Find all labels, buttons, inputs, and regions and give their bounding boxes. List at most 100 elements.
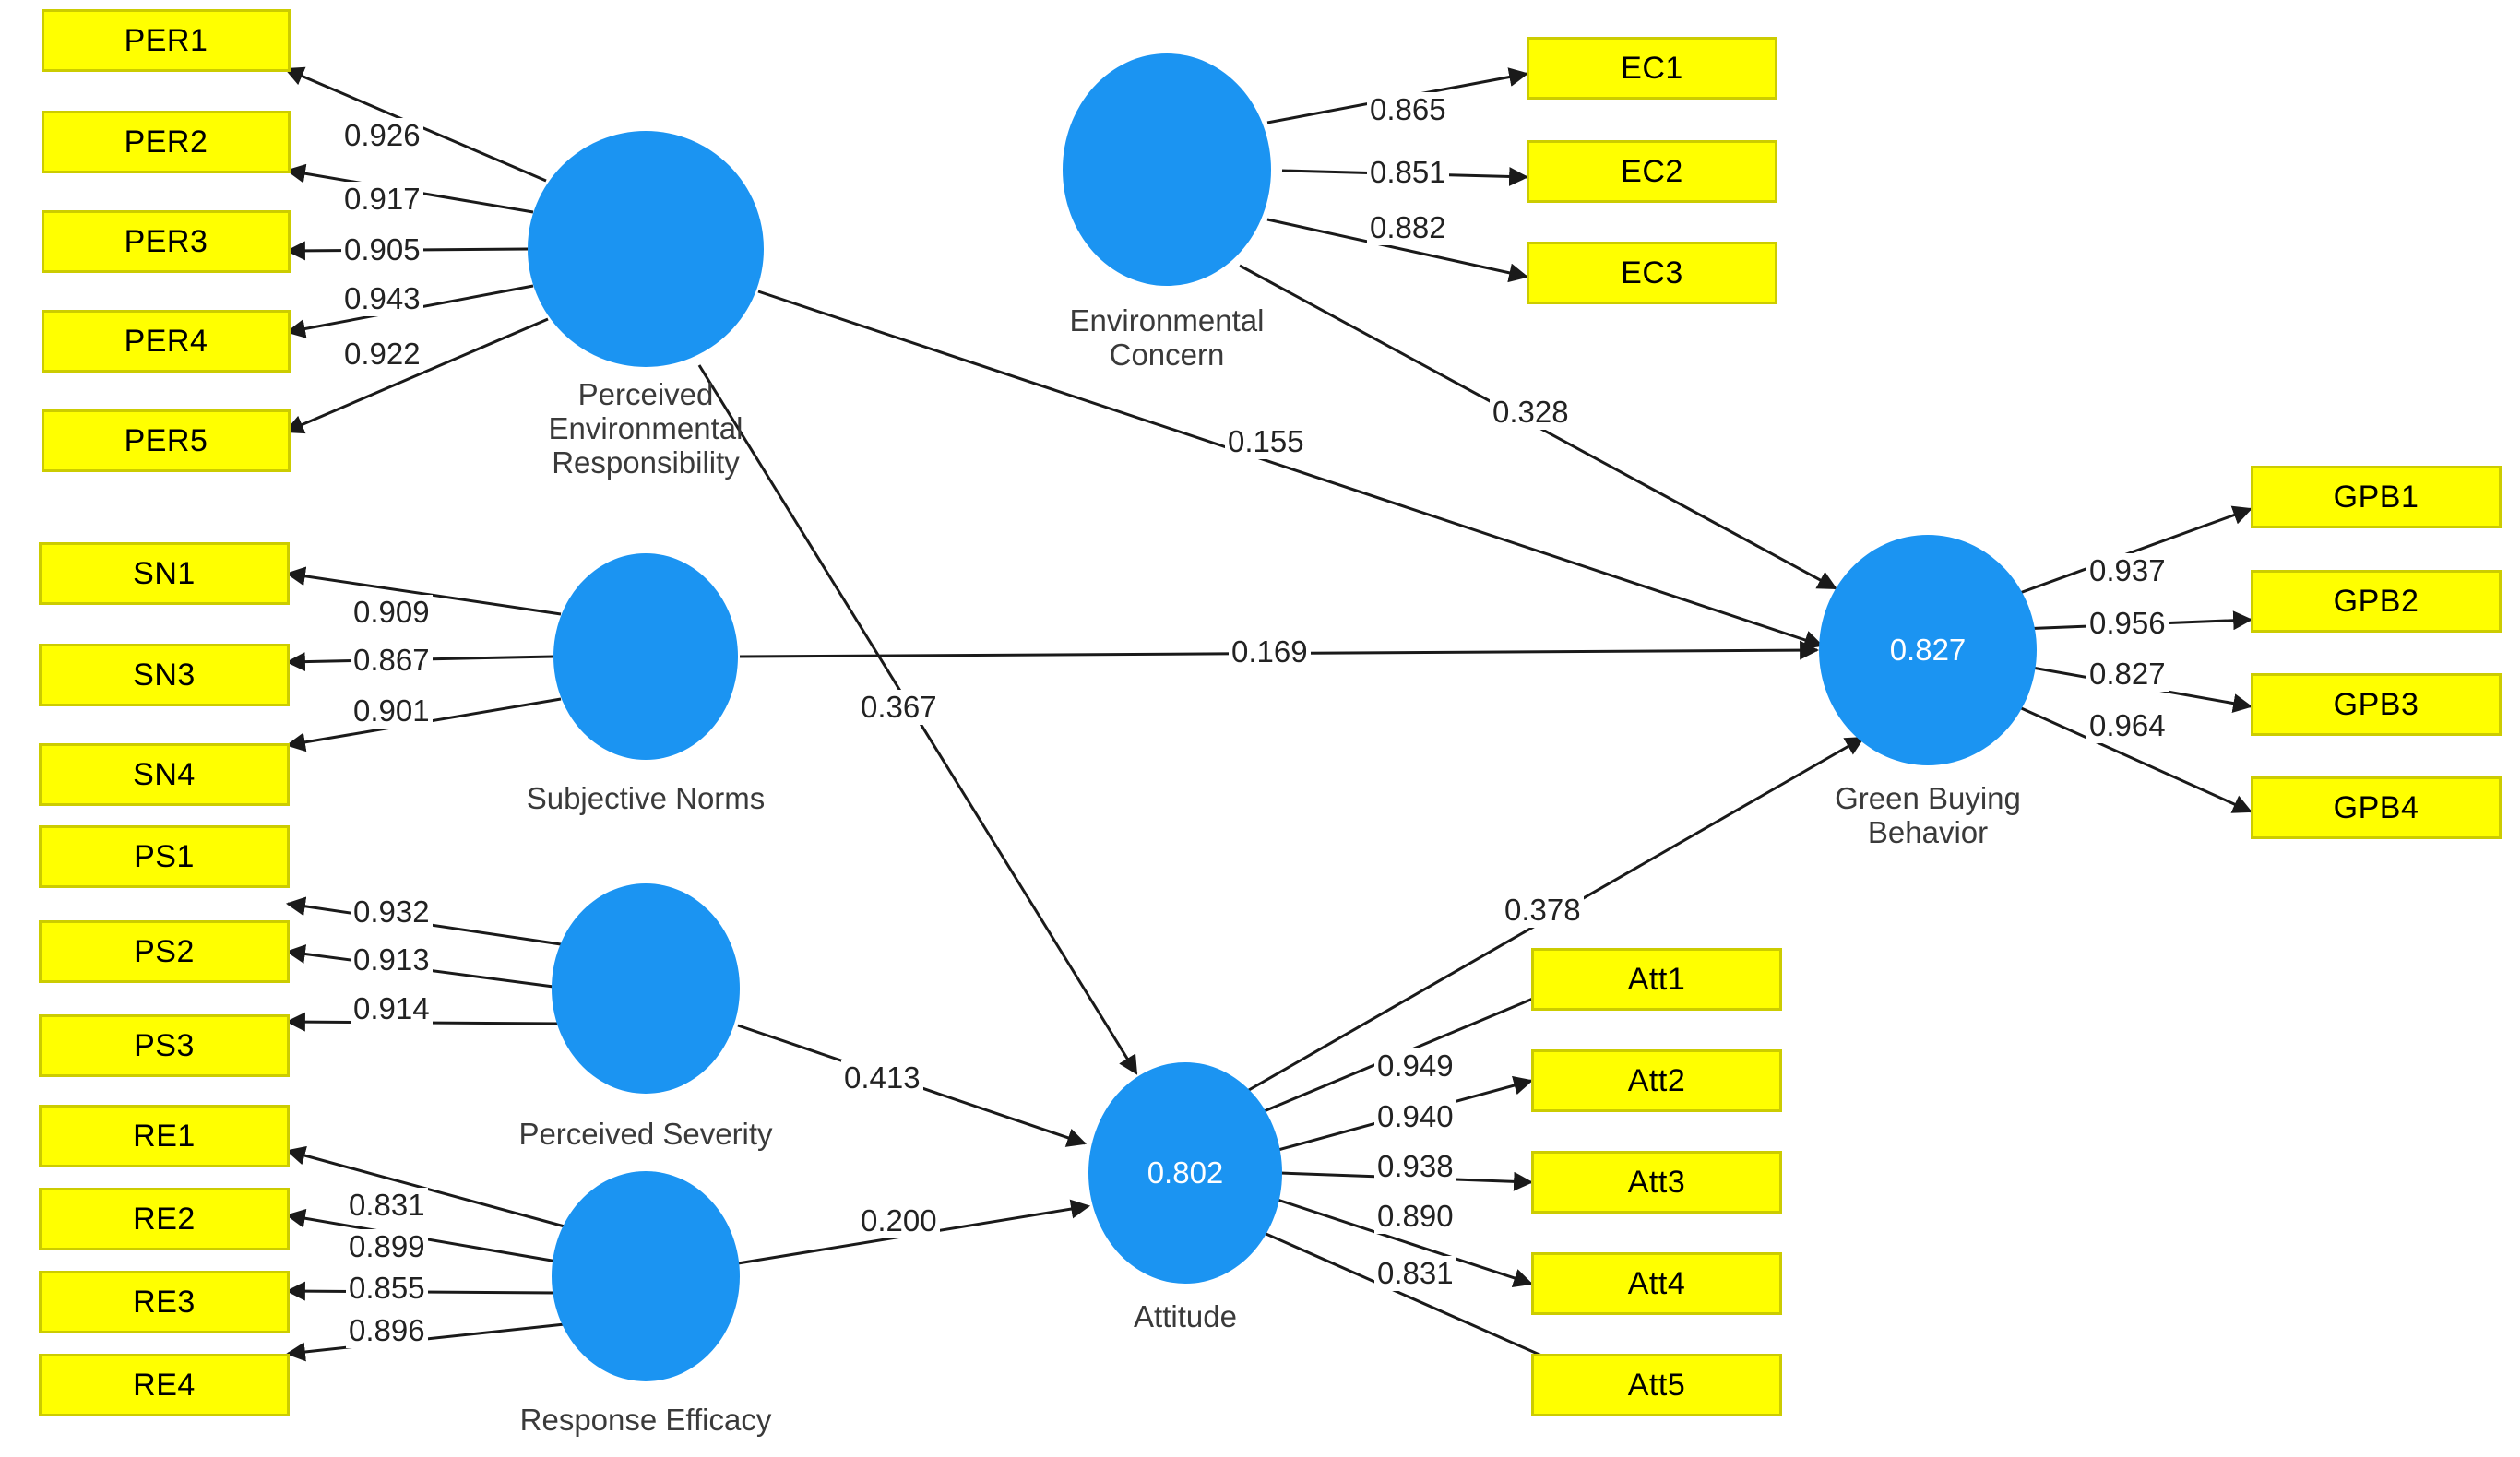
- indicator-label: RE1: [133, 1118, 196, 1154]
- indicator-label: PER2: [124, 124, 208, 160]
- indicator-label: PER1: [124, 22, 208, 58]
- path-coefficient-per-gpb: 0.155: [1225, 424, 1307, 459]
- loading-label: 0.909: [351, 595, 433, 630]
- indicator-label: Att1: [1627, 961, 1686, 997]
- indicator-box: PER2: [42, 111, 291, 173]
- latent-label-ec: Environmental Concern: [1069, 303, 1265, 372]
- latent-r2: 0.802: [1147, 1155, 1224, 1190]
- indicator-label: Att5: [1627, 1367, 1686, 1403]
- loading-label: 0.865: [1367, 92, 1449, 127]
- loading-label: 0.964: [2086, 708, 2169, 743]
- indicator-box: PER3: [42, 210, 291, 273]
- loading-label: 0.932: [351, 894, 433, 930]
- indicator-label: RE4: [133, 1367, 196, 1403]
- loading-label: 0.917: [341, 182, 423, 217]
- indicator-label: EC2: [1621, 153, 1683, 189]
- indicator-box: SN4: [39, 743, 290, 806]
- path-coefficient-per-att: 0.367: [858, 690, 940, 725]
- path-coefficient-re-att: 0.200: [858, 1203, 940, 1238]
- loading-label: 0.956: [2086, 606, 2169, 641]
- path-coefficient-ec-gpb: 0.328: [1490, 395, 1572, 430]
- indicator-label: EC3: [1621, 255, 1683, 290]
- indicator-label: GPB4: [2333, 789, 2419, 825]
- indicator-label: EC1: [1621, 50, 1683, 86]
- latent-label-re: Response Efficacy: [519, 1403, 772, 1437]
- indicator-box: Att5: [1531, 1354, 1782, 1416]
- indicator-box: EC1: [1527, 37, 1777, 100]
- indicator-box: RE4: [39, 1354, 290, 1416]
- path-coefficient-att-gpb: 0.378: [1502, 893, 1584, 928]
- indicator-box: PS3: [39, 1014, 290, 1077]
- indicator-label: RE2: [133, 1201, 196, 1237]
- loading-label: 0.901: [351, 693, 433, 728]
- indicator-label: SN3: [133, 657, 196, 693]
- loading-label: 0.943: [341, 281, 423, 316]
- indicator-label: PER5: [124, 422, 208, 458]
- indicator-box: GPB4: [2251, 776, 2502, 839]
- indicator-box: RE1: [39, 1105, 290, 1167]
- indicator-label: GPB2: [2333, 583, 2419, 619]
- indicator-label: Att4: [1627, 1265, 1686, 1301]
- indicator-box: PER5: [42, 409, 291, 472]
- loading-label: 0.896: [346, 1313, 428, 1348]
- indicator-box: Att2: [1531, 1049, 1782, 1112]
- loading-label: 0.855: [346, 1271, 428, 1306]
- latent-label-ps: Perceived Severity: [518, 1117, 773, 1151]
- indicator-box: EC3: [1527, 242, 1777, 304]
- loading-label: 0.905: [341, 232, 423, 267]
- indicator-box: Att1: [1531, 948, 1782, 1011]
- loading-label: 0.913: [351, 942, 433, 977]
- indicator-label: GPB1: [2333, 479, 2419, 515]
- loading-label: 0.890: [1374, 1199, 1456, 1234]
- indicator-box: GPB1: [2251, 466, 2502, 528]
- indicator-label: PER3: [124, 223, 208, 259]
- indicator-box: Att3: [1531, 1151, 1782, 1214]
- loading-label: 0.914: [351, 991, 433, 1026]
- loading-label: 0.827: [2086, 657, 2169, 692]
- indicator-label: PER4: [124, 323, 208, 359]
- indicator-box: PER4: [42, 310, 291, 373]
- loading-label: 0.831: [1374, 1256, 1456, 1291]
- indicator-box: SN1: [39, 542, 290, 605]
- indicator-label: GPB3: [2333, 686, 2419, 722]
- indicator-label: Att3: [1627, 1164, 1686, 1200]
- loading-label: 0.882: [1367, 210, 1449, 245]
- indicator-box: GPB2: [2251, 570, 2502, 633]
- indicator-label: RE3: [133, 1284, 196, 1320]
- loading-label: 0.937: [2086, 553, 2169, 588]
- latent-construct-sn[interactable]: [553, 553, 738, 760]
- indicator-box: RE2: [39, 1188, 290, 1250]
- latent-label-per: Perceived Environmental Responsibility: [548, 377, 743, 480]
- latent-construct-re[interactable]: [552, 1171, 740, 1381]
- indicator-box: RE3: [39, 1271, 290, 1333]
- path-coefficient-ps-att: 0.413: [841, 1060, 923, 1096]
- indicator-label: PS1: [134, 838, 195, 874]
- indicator-box: SN3: [39, 644, 290, 706]
- indicator-box: PS1: [39, 825, 290, 888]
- latent-construct-ec[interactable]: [1063, 53, 1271, 286]
- indicator-box: GPB3: [2251, 673, 2502, 736]
- loading-label: 0.831: [346, 1188, 428, 1223]
- indicator-box: PS2: [39, 920, 290, 983]
- loading-label: 0.922: [341, 337, 423, 372]
- latent-construct-per[interactable]: [528, 131, 764, 367]
- loading-label: 0.949: [1374, 1048, 1456, 1084]
- latent-construct-ps[interactable]: [552, 883, 740, 1094]
- latent-label-gpb: Green Buying Behavior: [1835, 781, 2021, 849]
- loading-label: 0.938: [1374, 1149, 1456, 1184]
- latent-construct-gpb[interactable]: 0.827: [1819, 535, 2037, 765]
- loading-label: 0.940: [1374, 1099, 1456, 1134]
- loading-label: 0.851: [1367, 155, 1449, 190]
- loading-label: 0.926: [341, 118, 423, 153]
- indicator-label: PS3: [134, 1027, 195, 1063]
- indicator-box: PER1: [42, 9, 291, 72]
- indicator-label: Att2: [1627, 1062, 1686, 1098]
- latent-construct-attitude[interactable]: 0.802: [1088, 1062, 1282, 1284]
- loading-label: 0.867: [351, 643, 433, 678]
- loading-label: 0.899: [346, 1229, 428, 1264]
- latent-r2: 0.827: [1889, 633, 1967, 667]
- indicator-box: EC2: [1527, 140, 1777, 203]
- indicator-label: SN1: [133, 555, 196, 591]
- latent-label-sn: Subjective Norms: [526, 781, 766, 815]
